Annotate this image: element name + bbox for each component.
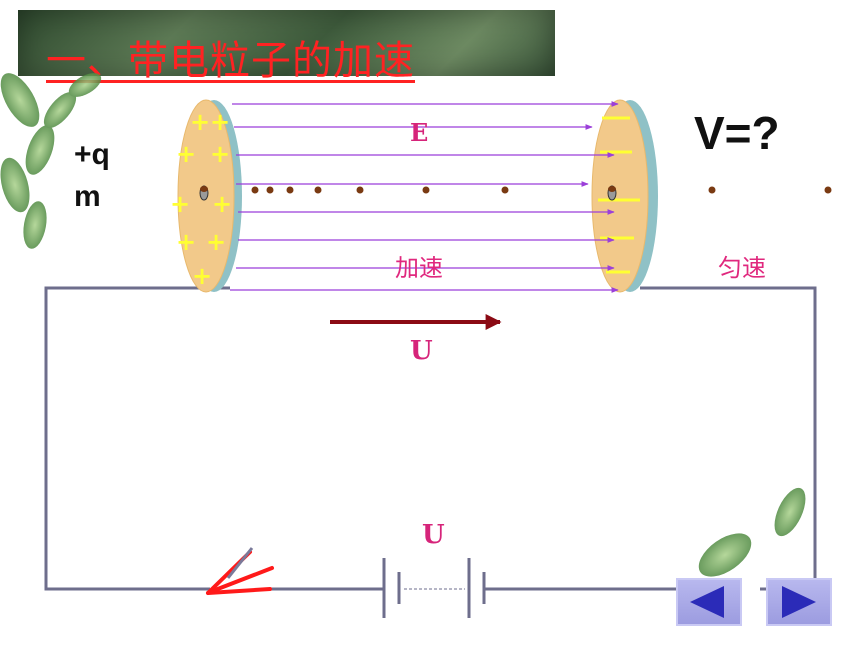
- svg-text:+: +: [176, 140, 196, 168]
- page-title: 一、带电粒子的加速: [46, 38, 415, 84]
- velocity-question: V=?: [694, 107, 780, 159]
- leaf-decoration-left: [0, 73, 102, 249]
- triangle-right-icon: [782, 586, 816, 618]
- svg-text:+: +: [170, 190, 190, 218]
- next-button[interactable]: [766, 578, 832, 626]
- negative-plate: [591, 99, 658, 293]
- svg-text:+: +: [192, 262, 212, 290]
- accelerate-label: 加速: [395, 254, 443, 282]
- title-banner: 一、带电粒子的加速: [18, 10, 555, 84]
- field-lines: [230, 101, 619, 293]
- svg-text:+: +: [212, 190, 232, 218]
- svg-text:+: +: [210, 108, 230, 136]
- battery-voltage-label: U: [422, 520, 445, 550]
- uniform-label: 匀速: [718, 254, 766, 282]
- svg-text:+: +: [210, 140, 230, 168]
- svg-text:+: +: [206, 228, 226, 256]
- charge-label: +q: [74, 138, 110, 171]
- triangle-left-icon: [690, 586, 724, 618]
- svg-text:+: +: [176, 228, 196, 256]
- switch-lever: [226, 547, 254, 579]
- mass-label: m: [74, 180, 101, 213]
- voltage-label: U: [410, 336, 433, 366]
- svg-text:+: +: [190, 108, 210, 136]
- particle-trajectory: [251, 186, 832, 194]
- prev-button[interactable]: [676, 578, 742, 626]
- leaf-decoration-right: [698, 487, 806, 577]
- field-label: E: [410, 118, 429, 147]
- switch: [206, 550, 274, 595]
- battery: [382, 558, 486, 618]
- particle: [199, 185, 617, 201]
